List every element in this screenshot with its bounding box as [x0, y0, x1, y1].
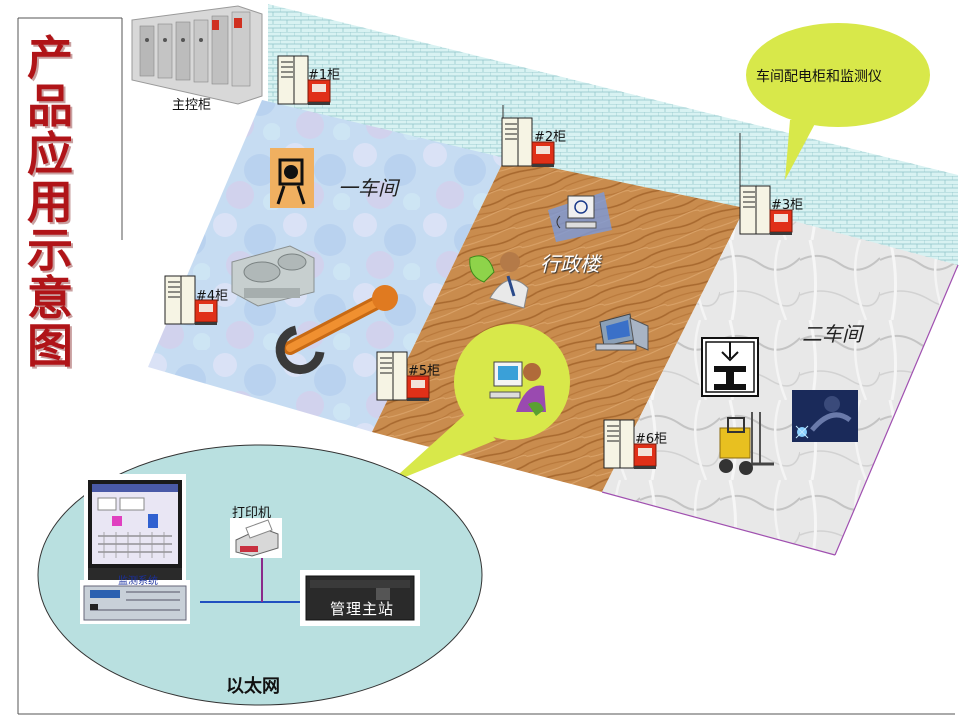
- workshop1-floor: [148, 100, 505, 432]
- ethernet-label: 以太网: [226, 676, 280, 697]
- printer-icon: [230, 518, 282, 558]
- main-control-cabinet: [131, 5, 263, 105]
- workshop2-edge-right: [834, 264, 959, 556]
- computer-web-icon: [548, 192, 612, 242]
- callout-text: 车间配电柜和监测仪: [756, 69, 882, 85]
- cabinet-icons: [164, 55, 793, 469]
- cabinet-6-label: #6柜: [635, 432, 668, 447]
- workshop1-label: 一车间: [338, 176, 398, 200]
- workshop2-label: 二车间: [802, 322, 862, 346]
- forklift-icon: [719, 412, 774, 475]
- cabinet-3-icon: [739, 185, 793, 235]
- cabinet-4-label: #4柜: [196, 289, 229, 304]
- cabinet-1-icon: [277, 55, 331, 105]
- business-person-icon: [469, 252, 529, 309]
- cabinet-2-icon: [501, 117, 555, 167]
- main-cabinet-label: 主控柜: [172, 98, 212, 113]
- boiler-icon: [270, 148, 314, 208]
- wall-strip: [268, 4, 958, 275]
- monitoring-screen: [84, 474, 186, 586]
- cabinet-2-label: #2柜: [534, 130, 567, 145]
- crane-hoist-icon: [701, 337, 759, 397]
- workshop2-floor: [602, 208, 958, 555]
- cabinet-4-icon: [164, 275, 218, 325]
- chiller-machine-icon: [231, 245, 315, 307]
- wrench-icon: [275, 285, 398, 375]
- cabinet-1-label: #1柜: [308, 68, 341, 83]
- management-station: [300, 570, 420, 626]
- monitoring-caption: 监测系统: [118, 576, 158, 587]
- workshop2-edge: [601, 491, 836, 556]
- callout-bubble: [746, 23, 930, 180]
- welder-icon: [792, 390, 858, 442]
- desktop-computer-icon: [595, 313, 649, 351]
- cabinet-6-icon: [603, 419, 657, 469]
- cabinet-5-label: #5柜: [408, 364, 441, 379]
- admin-label: 行政楼: [540, 252, 600, 276]
- printer-label: 打印机: [232, 506, 272, 521]
- station-label: 管理主站: [330, 600, 395, 618]
- page-title: 产品应用示意图: [27, 31, 73, 373]
- rack-device: [80, 580, 190, 624]
- cabinet-5-icon: [376, 351, 430, 401]
- operator-icon: [489, 361, 546, 416]
- cabinet-3-label: #3柜: [771, 198, 804, 213]
